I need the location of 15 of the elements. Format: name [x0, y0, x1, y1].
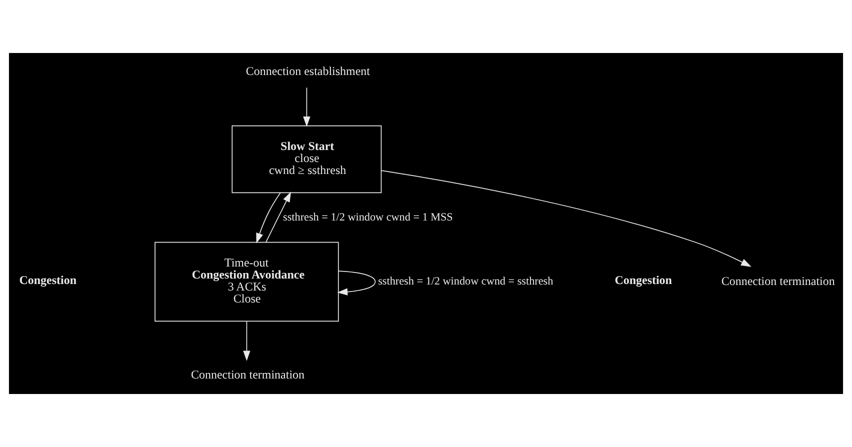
arrow: [243, 320, 250, 361]
arrow: [381, 170, 752, 267]
node-text: Connection termination: [191, 367, 305, 382]
label: Congestion: [614, 273, 672, 288]
node-text: Connection termination: [721, 274, 835, 288]
node-box: Time-out Congestion Avoidance 3 ACKs Close: [154, 242, 339, 322]
node-text: Connection establishment: [246, 64, 370, 78]
label: Congestion: [19, 273, 77, 288]
node-box: Slow Start close cwnd ≥ ssthresh: [232, 125, 382, 194]
arrow: [337, 270, 376, 296]
edge-label: ssthresh = 1/2 window cwnd = 1 MSS: [283, 211, 453, 224]
arrow: [256, 192, 281, 244]
edge-label: ssthresh = 1/2 window cwnd = ssthresh: [378, 276, 554, 288]
arrow: [266, 192, 292, 243]
arrow: [303, 87, 310, 127]
